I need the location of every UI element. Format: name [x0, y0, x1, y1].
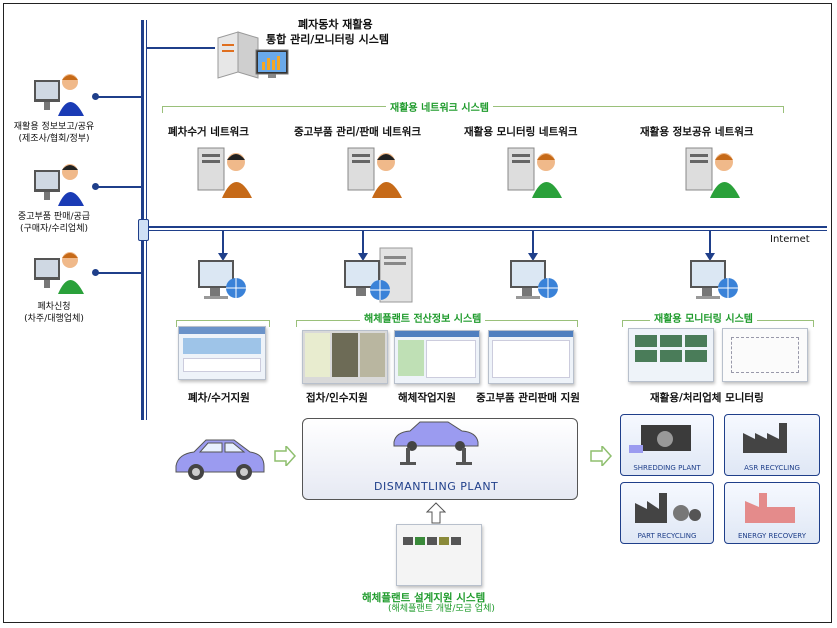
intake-support-screen	[302, 330, 388, 384]
central-server-icon	[212, 28, 292, 80]
network-label-1: 폐차수거 네트워크	[168, 126, 249, 138]
operator-server-icon	[506, 144, 566, 200]
monitor-globe-icon	[196, 258, 248, 304]
network-label-3: 재활용 모니터링 네트워크	[464, 126, 578, 138]
internet-label: Internet	[770, 234, 810, 245]
monitoring-system-label: 재활용 모니터링 시스템	[650, 310, 757, 325]
operator-server-icon	[196, 144, 256, 200]
network-label-4: 재활용 정보공유 네트워크	[640, 126, 754, 138]
design-support-screen	[396, 524, 482, 586]
stakeholder-1-line-1: 재활용 정보보고/공유	[13, 122, 95, 132]
shredding-plant-label: SHREDDING PLANT	[633, 464, 701, 472]
network-system-label: 재활용 네트워크 시스템	[386, 99, 493, 114]
support-label-1: 폐차/수거지원	[188, 392, 250, 404]
dot	[92, 183, 99, 190]
down-arrow	[357, 231, 369, 261]
plant-system-label: 해체플랜트 전산정보 시스템	[360, 310, 486, 325]
plant-label: DISMANTLING PLANT	[374, 480, 499, 493]
diagram-frame	[3, 3, 832, 623]
stakeholder-person-icon	[32, 248, 88, 296]
monitoring-screen-2	[722, 328, 808, 382]
title-connector	[147, 47, 215, 49]
dot	[92, 93, 99, 100]
left-bracket	[176, 320, 270, 327]
down-arrow	[217, 231, 229, 261]
design-system-sublabel: (해체플랜트 개발/모금 업체)	[388, 604, 495, 614]
energy-recovery-box: ENERGY RECOVERY	[724, 482, 820, 544]
part-recycling-box: PART RECYCLING	[620, 482, 714, 544]
stakeholder-connector-1	[96, 96, 142, 98]
dot	[92, 269, 99, 276]
operator-server-icon	[346, 144, 406, 200]
lifted-car-icon	[386, 420, 486, 466]
stakeholder-person-icon	[32, 70, 88, 118]
support-label-3: 해체작업지원	[398, 392, 456, 404]
flow-arrow-icon	[274, 444, 297, 468]
car-icon	[172, 432, 268, 482]
stakeholder-3-line-1: 폐차신청	[37, 302, 71, 312]
asr-recycling-label: ASR RECYCLING	[744, 464, 800, 472]
operator-server-icon	[684, 144, 744, 200]
network-label-2: 중고부품 관리/판매 네트워크	[294, 126, 422, 138]
down-arrow	[527, 231, 539, 261]
internet-line-lower	[141, 230, 827, 231]
stakeholder-connector-3	[96, 272, 142, 274]
monitor-server-globe-icon	[340, 246, 420, 306]
monitoring-screen-1	[628, 328, 714, 382]
stakeholder-3-line-2: (차주/대행업체)	[24, 314, 84, 324]
monitor-globe-icon	[688, 258, 740, 304]
dismantling-support-screen	[394, 330, 480, 384]
internet-line	[141, 226, 827, 228]
support-label-2: 접차/인수지원	[306, 392, 368, 404]
stakeholder-2-line-1: 중고부품 판매/공급	[17, 212, 91, 222]
stakeholder-person-icon	[32, 160, 88, 208]
down-arrow	[704, 231, 716, 261]
parts-support-screen	[488, 330, 574, 384]
support-label-4: 중고부품 관리판매 지원	[476, 392, 580, 404]
title-line-1: 폐자동차 재활용	[298, 18, 373, 31]
monitor-globe-icon	[508, 258, 560, 304]
support-label-5: 재활용/처리업체 모니터링	[650, 392, 764, 404]
stakeholder-1-line-2: (제조사/협회/정부)	[18, 134, 90, 144]
title-line-2: 통합 관리/모니터링 시스템	[266, 33, 389, 46]
collection-support-screen	[178, 326, 266, 380]
up-arrow-icon	[425, 502, 447, 524]
flow-arrow-icon	[590, 444, 613, 468]
stakeholder-2-line-2: (구매자/수리업체)	[19, 224, 88, 234]
internet-junction	[138, 219, 149, 241]
asr-recycling-box: ASR RECYCLING	[724, 414, 820, 476]
design-system-label: 해체플랜트 설계지원 시스템	[362, 592, 486, 604]
energy-recovery-label: ENERGY RECOVERY	[738, 532, 806, 540]
stakeholder-connector-2	[96, 186, 142, 188]
shredding-plant-box: SHREDDING PLANT	[620, 414, 714, 476]
part-recycling-label: PART RECYCLING	[637, 532, 697, 540]
